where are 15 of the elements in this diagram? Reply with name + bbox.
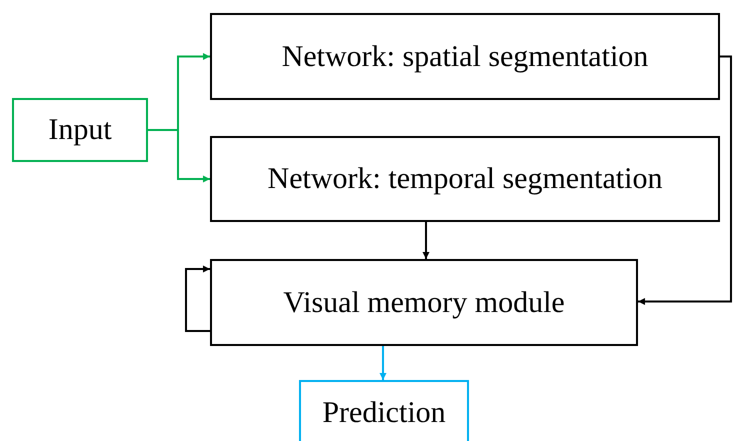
arrow (380, 346, 386, 380)
arrow (638, 56, 732, 305)
process-box (210, 259, 638, 346)
arrow (148, 129, 210, 182)
box-label: Prediction (322, 396, 446, 430)
process-box (299, 380, 469, 441)
process-box (210, 13, 720, 100)
box-label: Input (48, 113, 112, 147)
process-box (12, 98, 148, 162)
box-label: Visual memory module (283, 286, 565, 320)
box-label: Network: temporal segmentation (268, 162, 662, 196)
box-label: Network: spatial segmentation (282, 40, 648, 74)
arrow (185, 266, 210, 332)
process-box (210, 136, 720, 222)
arrow (422, 222, 430, 259)
